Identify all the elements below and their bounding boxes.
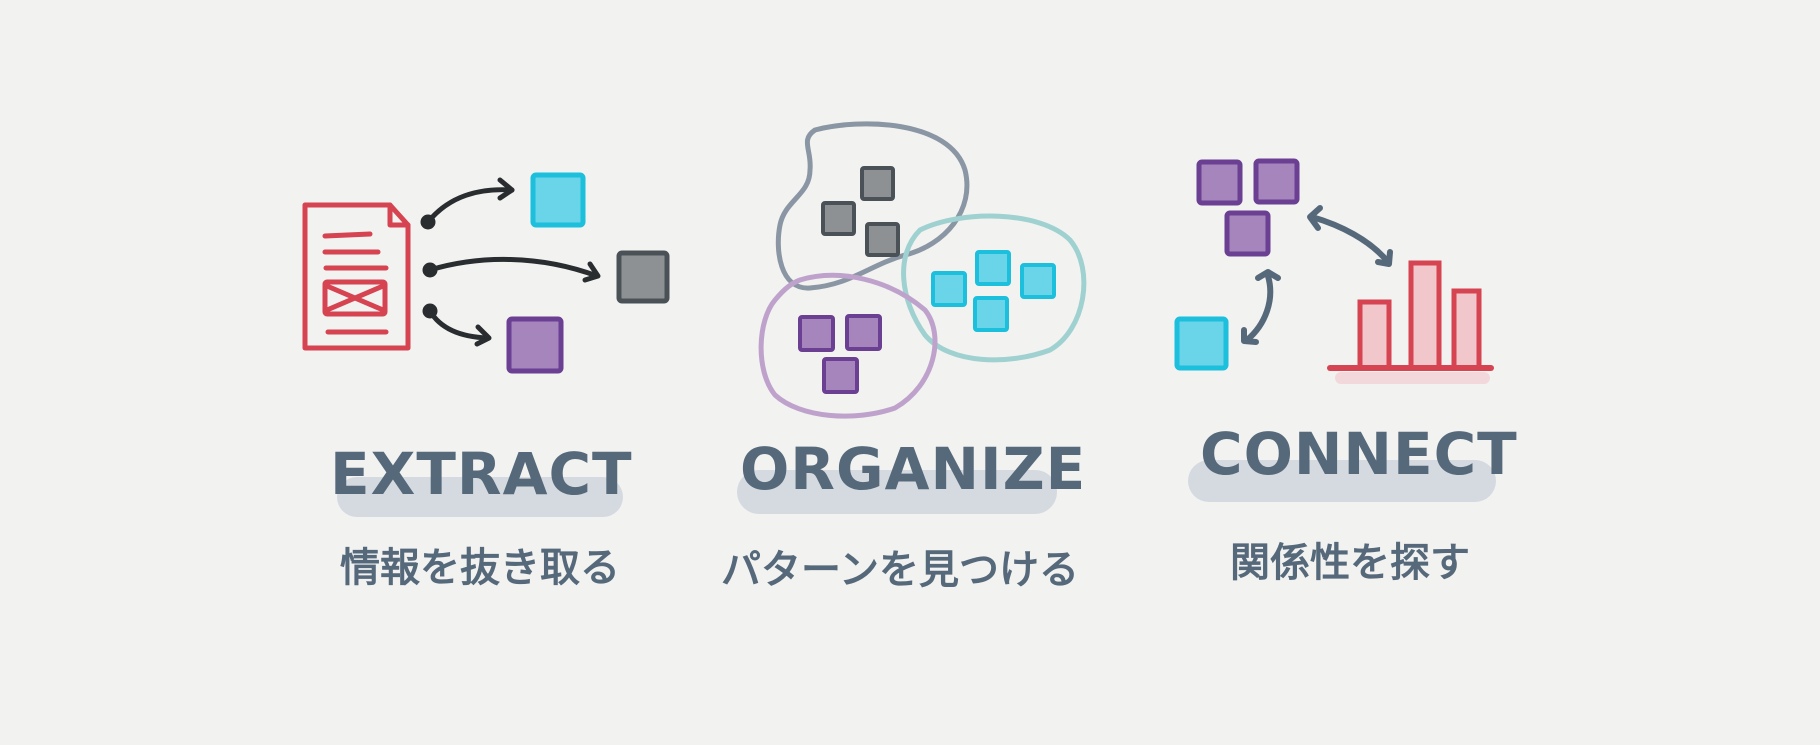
purple-cluster-icon [758,272,938,419]
gray-block-icon [616,250,670,304]
connect-title-wrap: CONNECT [1200,420,1518,488]
organize-title-wrap: ORGANIZE [740,435,1087,503]
bar-chart-icon [1327,260,1494,384]
document-icon [302,202,411,351]
teal-cluster-icon [901,213,1087,363]
connect-title-highlight [1188,460,1496,502]
organize-title-highlight [737,470,1057,514]
cyan-block-icon [530,172,586,228]
purple-block-group-icon [1196,158,1300,257]
extract-title-wrap: EXTRACT [330,440,633,508]
organize-subtitle: パターンを見つける [721,547,1079,593]
connect-title: CONNECT [1200,420,1518,488]
extract-title-highlight [337,477,623,517]
connect-subtitle: 関係性を探す [1230,540,1470,586]
extract-arrows [420,177,601,347]
extract-title: EXTRACT [330,440,633,508]
gray-cluster-icon [775,121,970,291]
purple-block-icon [506,316,564,374]
organize-title: ORGANIZE [740,435,1087,503]
extract-subtitle: 情報を抜き取る [340,545,620,591]
bidirectional-arrow-icon [1241,205,1393,345]
cyan-block-icon [1174,316,1229,371]
